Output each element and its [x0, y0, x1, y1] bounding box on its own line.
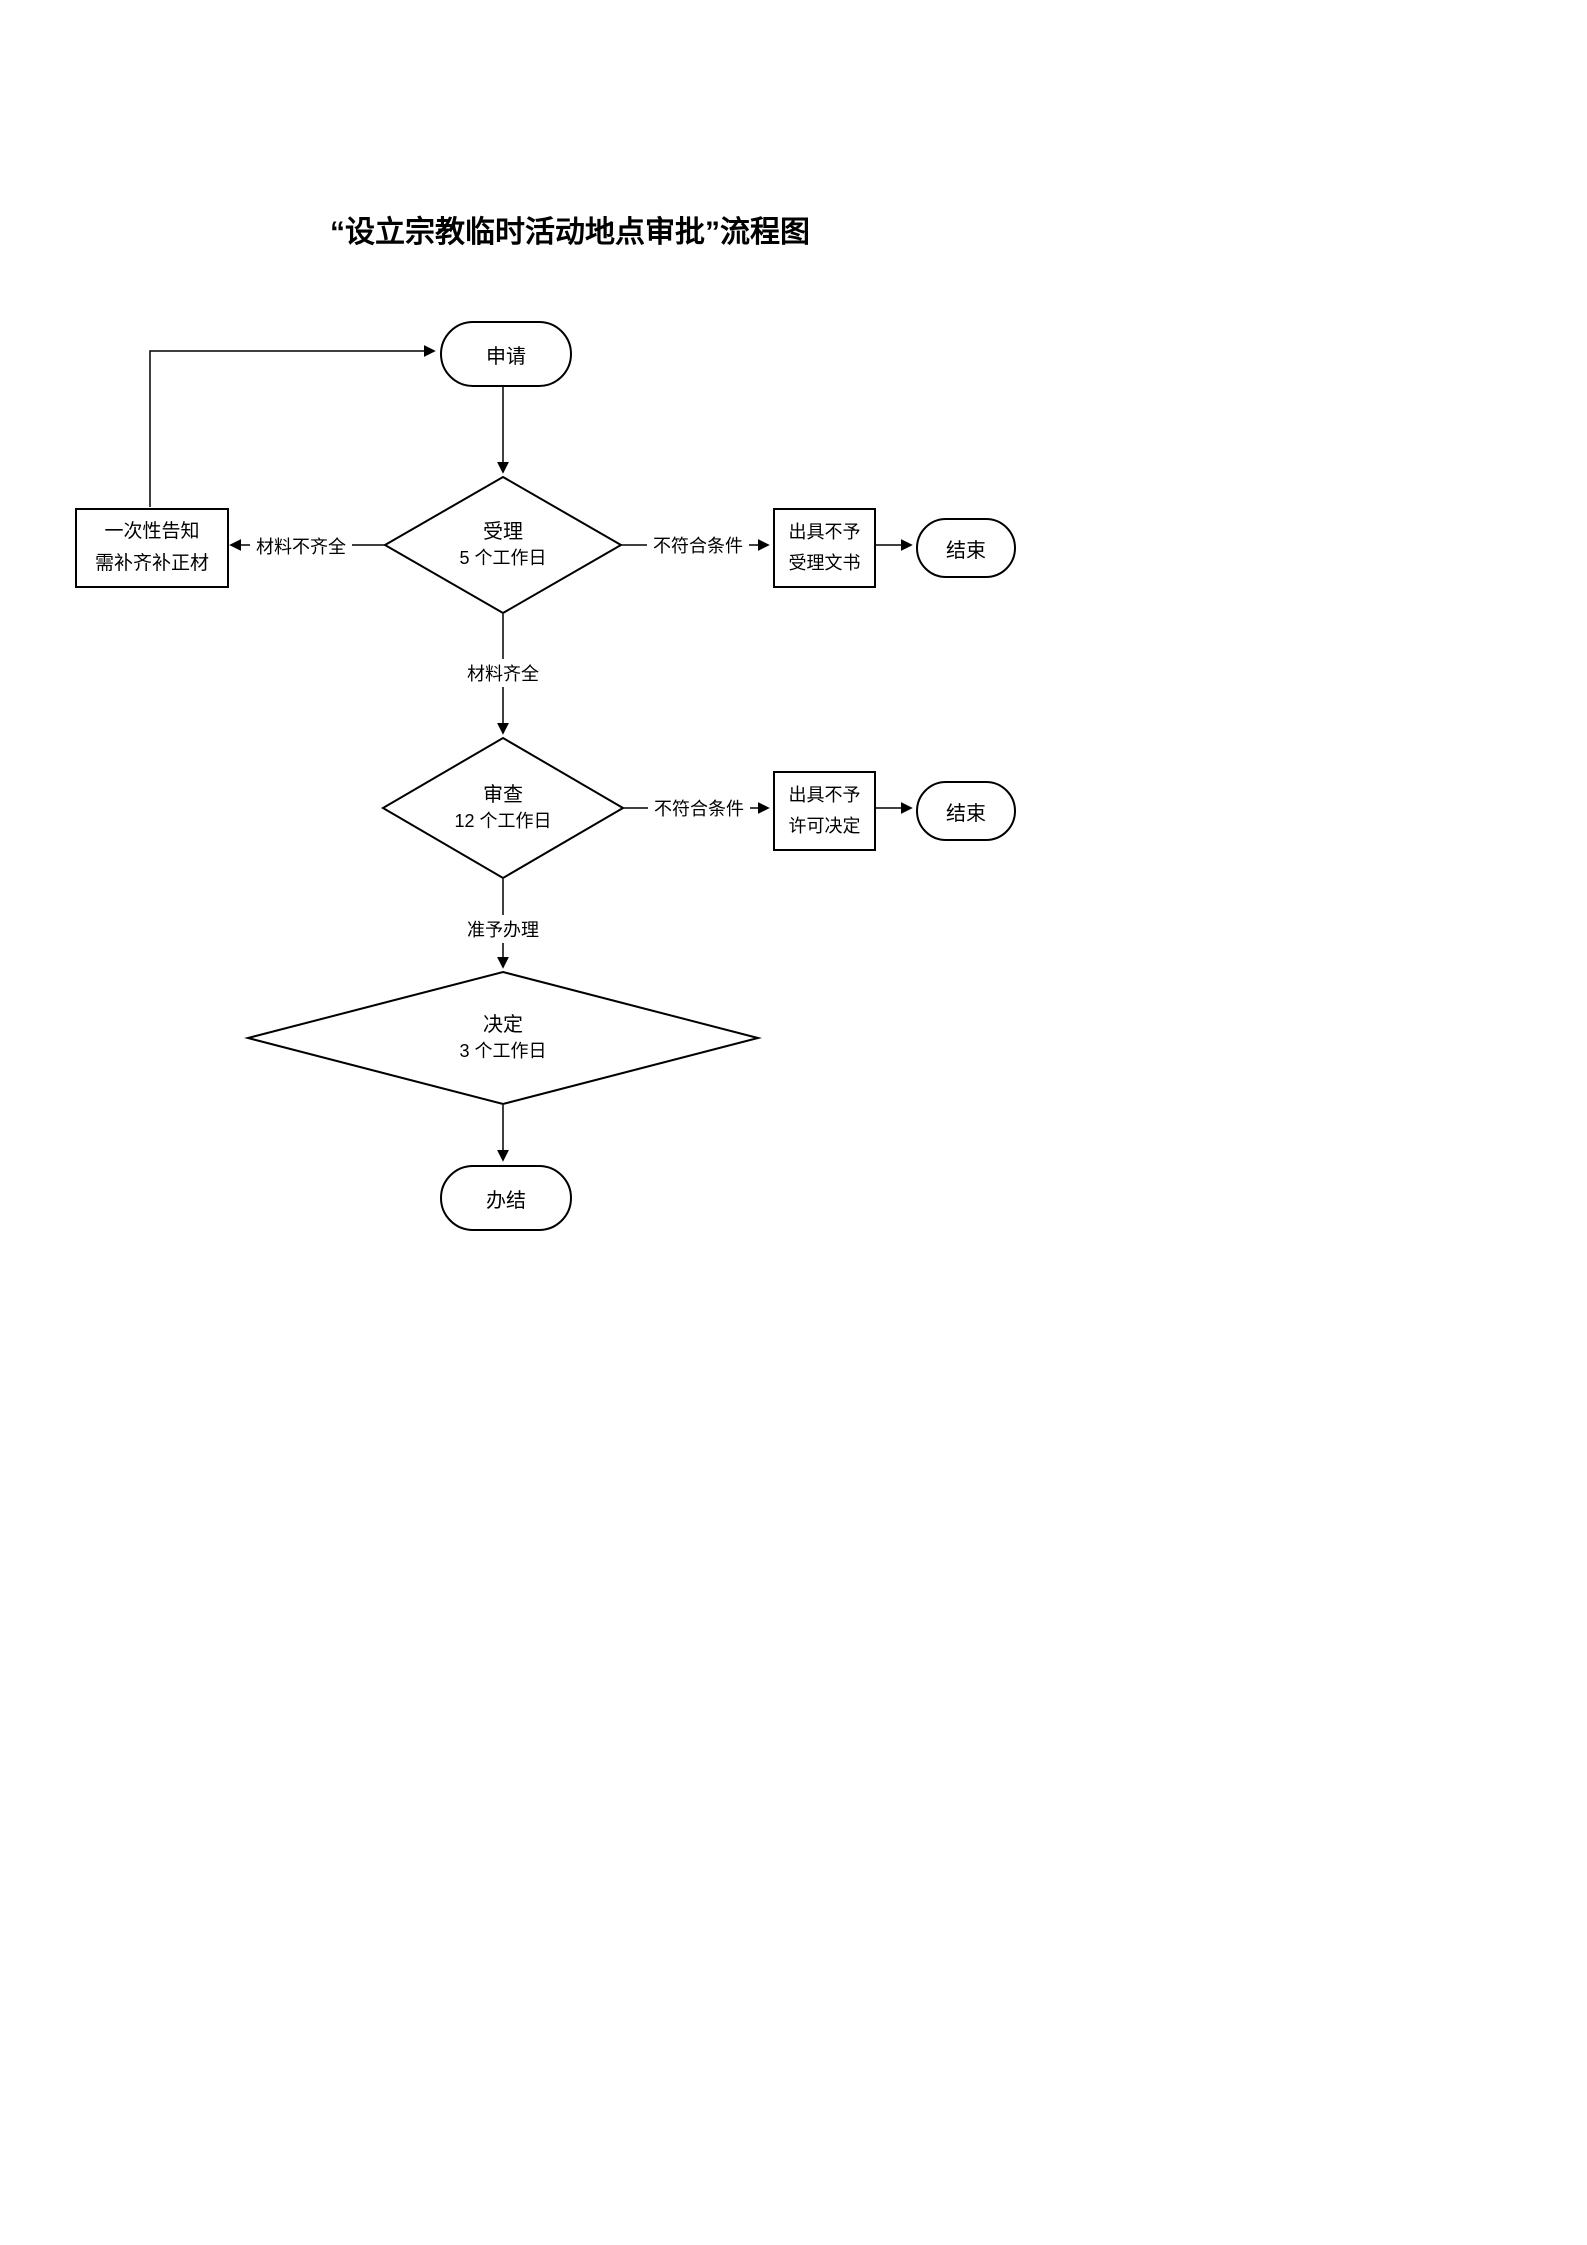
notify-node-line1: 一次性告知	[104, 520, 200, 542]
edge-notify-to-start	[149, 345, 436, 507]
accept-node-duration: 5 个工作日	[459, 548, 547, 569]
no-permit-doc-line1: 出具不予	[788, 785, 861, 806]
edge-label-materials-incomplete: 材料不齐全	[250, 532, 352, 560]
end-node-1: 结束	[916, 518, 1016, 578]
decide-node-duration: 3 个工作日	[459, 1041, 547, 1062]
review-diamond-shape	[381, 736, 625, 880]
start-node-label: 申请	[486, 345, 526, 368]
end-node-1-label: 结束	[946, 539, 986, 562]
decide-diamond-shape	[244, 970, 762, 1106]
accept-node-title: 受理	[483, 521, 523, 544]
start-node: 申请	[440, 321, 572, 387]
notify-node-line2: 需补齐补正材	[94, 553, 209, 574]
no-permit-doc-node: 出具不予 许可决定	[773, 771, 876, 851]
finish-node: 办结	[440, 1165, 572, 1231]
end-node-2-label: 结束	[946, 802, 986, 825]
decide-node-title: 决定	[483, 1014, 523, 1037]
review-node: 审查 12 个工作日	[393, 766, 613, 850]
no-accept-doc-line2: 受理文书	[788, 553, 861, 573]
decide-node: 决定 3 个工作日	[393, 996, 613, 1080]
edge-label-materials-complete: 材料齐全	[461, 659, 545, 687]
edge-label-not-qualified-1: 不符合条件	[647, 531, 749, 559]
diagram-title: “设立宗教临时活动地点审批”流程图	[330, 216, 810, 249]
no-permit-doc-line2: 许可决定	[788, 816, 861, 836]
no-accept-doc-node: 出具不予 受理文书	[773, 508, 876, 588]
edge-label-not-qualified-2: 不符合条件	[648, 794, 750, 822]
edge-label-approved: 准予办理	[461, 915, 545, 943]
finish-node-label: 办结	[486, 1189, 526, 1212]
no-accept-doc-line1: 出具不予	[788, 522, 861, 543]
accept-node: 受理 5 个工作日	[393, 503, 613, 587]
notify-node: 一次性告知 需补齐补正材	[75, 508, 229, 588]
accept-diamond-shape	[382, 475, 624, 615]
review-node-title: 审查	[483, 784, 523, 807]
review-node-duration: 12 个工作日	[454, 811, 552, 832]
end-node-2: 结束	[916, 781, 1016, 841]
